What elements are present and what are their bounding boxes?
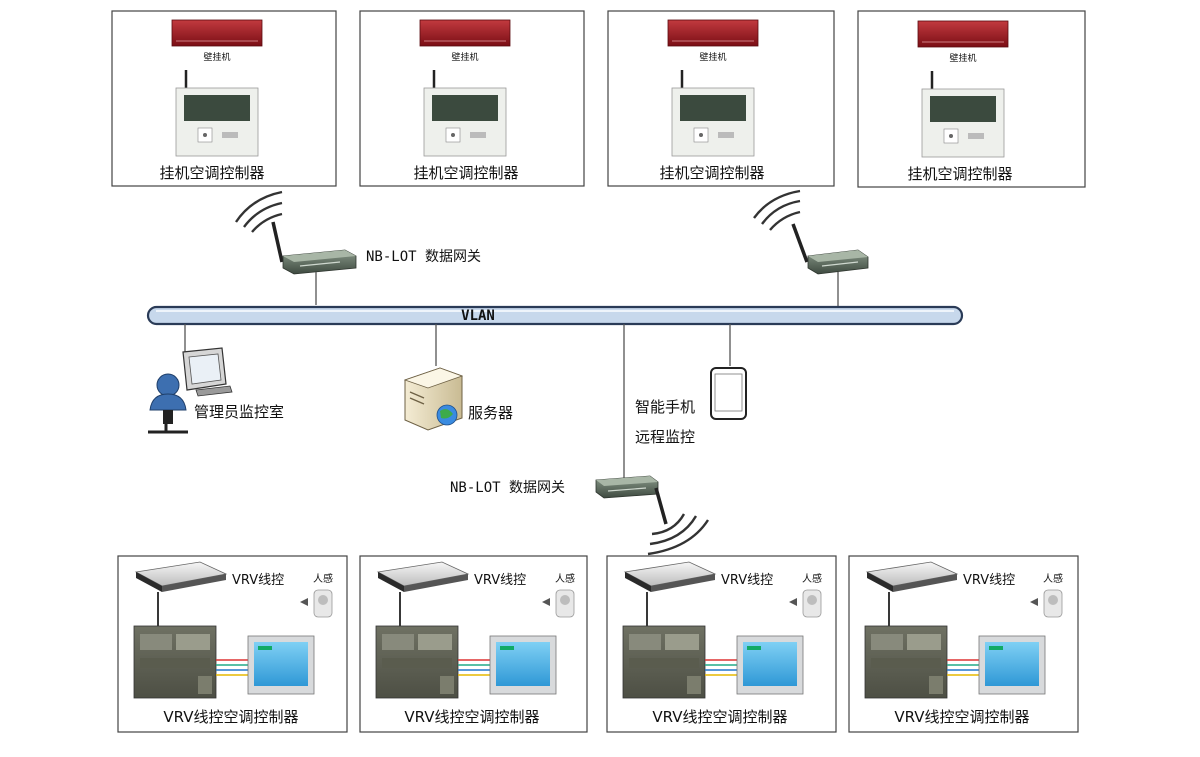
monitor-icon <box>182 347 233 397</box>
wall-unit-label: 挂机空调控制器 <box>907 165 1012 183</box>
sensor-label: 人感 <box>802 572 822 585</box>
wall-unit-3: 壁挂机 挂机空调控制器 <box>607 10 835 187</box>
cassette-ac-icon <box>623 561 717 592</box>
vrv-remote-label: VRV线控 <box>232 573 284 588</box>
vrv-remote-label: VRV线控 <box>474 573 526 588</box>
user-icon <box>148 373 188 434</box>
sensor-label: 人感 <box>313 572 333 585</box>
server: 服务器 <box>403 367 513 431</box>
wall-ac-icon <box>667 19 759 47</box>
lcd-controller-icon <box>736 635 804 695</box>
vlan-bus: VLAN <box>146 305 964 326</box>
vrv-remote-label: VRV线控 <box>721 573 773 588</box>
motion-sensor-icon <box>789 589 822 618</box>
wall-unit-4: 壁挂机 挂机空调控制器 <box>857 10 1086 188</box>
vrv-unit-label: VRV线控空调控制器 <box>163 708 298 726</box>
vrv-panel-icon <box>375 625 459 699</box>
vrv-unit-label: VRV线控空调控制器 <box>894 708 1029 726</box>
wall-ac-icon <box>917 20 1009 48</box>
gateway-icon <box>807 249 869 275</box>
lcd-controller-icon <box>978 635 1046 695</box>
admin-label: 管理员监控室 <box>194 403 284 421</box>
admin-station: 管理员监控室 <box>148 347 284 434</box>
vrv-panel-icon <box>133 625 217 699</box>
gateway-label: NB-LOT 数据网关 <box>450 480 565 496</box>
wall-unit-brand: 壁挂机 <box>451 51 478 63</box>
wall-unit-brand: 壁挂机 <box>699 51 726 63</box>
wall-unit-1: 壁挂机 挂机空调控制器 <box>111 10 337 187</box>
phone-line2: 远程监控 <box>635 428 695 446</box>
lcd-controller-icon <box>489 635 557 695</box>
vrv-unit-label: VRV线控空调控制器 <box>404 708 539 726</box>
motion-sensor-icon <box>542 589 575 618</box>
cassette-ac-icon <box>134 561 228 592</box>
wall-unit-2: 壁挂机 挂机空调控制器 <box>359 10 585 187</box>
smartphone: 智能手机 远程监控 <box>635 367 747 446</box>
wall-unit-brand: 壁挂机 <box>203 51 230 63</box>
wall-ac-icon <box>171 19 263 47</box>
wall-unit-label: 挂机空调控制器 <box>159 164 264 182</box>
vrv-panel-icon <box>864 625 948 699</box>
vrv-remote-label: VRV线控 <box>963 573 1015 588</box>
gateway-top-right <box>753 189 869 306</box>
motion-sensor-icon <box>300 589 333 618</box>
vrv-panel-icon <box>622 625 706 699</box>
vrv-unit-2: VRV线控 人感 VRV线控空调控制器 <box>359 555 588 733</box>
phone-line1: 智能手机 <box>635 398 695 416</box>
wall-unit-label: 挂机空调控制器 <box>413 164 518 182</box>
wifi-signal-icon <box>235 190 283 233</box>
vlan-label: VLAN <box>461 308 495 324</box>
cassette-ac-icon <box>865 561 959 592</box>
vrv-unit-3: VRV线控 人感 VRV线控空调控制器 <box>606 555 837 733</box>
wall-ac-icon <box>419 19 511 47</box>
server-label: 服务器 <box>468 404 513 422</box>
cassette-ac-icon <box>376 561 470 592</box>
gateway-top-left: NB-LOT 数据网关 <box>235 190 481 305</box>
gateway-icon <box>282 249 357 275</box>
sensor-label: 人感 <box>555 572 575 585</box>
lcd-controller-icon <box>247 635 315 695</box>
wifi-signal-icon <box>647 513 710 556</box>
motion-sensor-icon <box>1030 589 1063 618</box>
vrv-unit-4: VRV线控 人感 VRV线控空调控制器 <box>848 555 1079 733</box>
vrv-unit-label: VRV线控空调控制器 <box>652 708 787 726</box>
gateway-icon <box>595 475 659 499</box>
vrv-unit-1: VRV线控 人感 VRV线控空调控制器 <box>117 555 348 733</box>
gateway-bottom: NB-LOT 数据网关 <box>450 475 710 556</box>
sensor-label: 人感 <box>1043 572 1063 585</box>
server-icon <box>403 367 464 431</box>
wall-unit-brand: 壁挂机 <box>949 52 976 64</box>
wifi-signal-icon <box>753 189 801 231</box>
wall-unit-label: 挂机空调控制器 <box>659 164 764 182</box>
gateway-label: NB-LOT 数据网关 <box>366 249 481 265</box>
